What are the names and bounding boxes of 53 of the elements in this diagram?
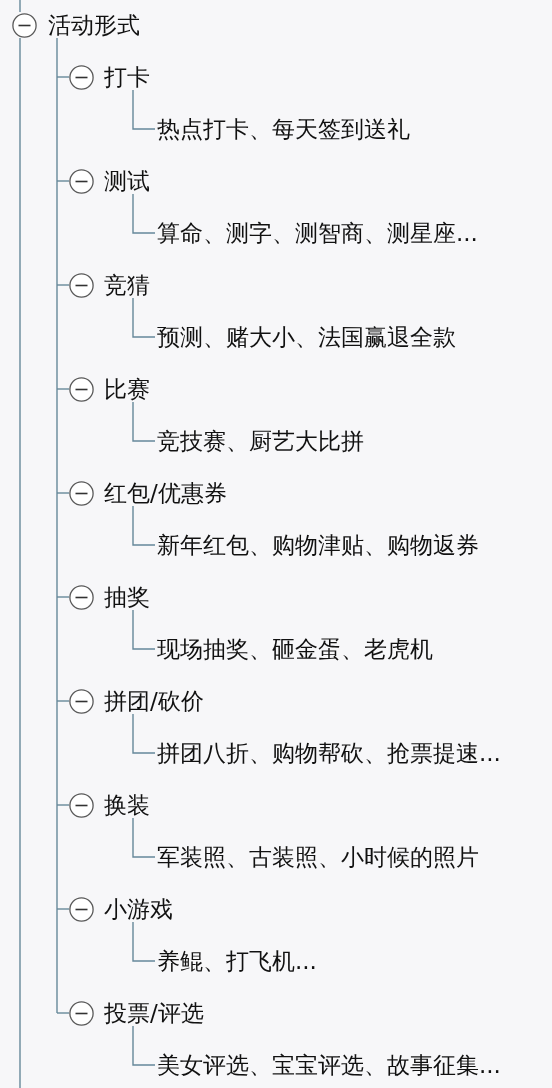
elbow-connector [132,921,156,962]
topic-label: 测试 [104,168,150,194]
tree-line [56,700,58,806]
tree-line [56,492,70,494]
topic-label: 竞猜 [104,272,150,298]
tree-line [56,700,70,702]
detail-text: 军装照、古装照、小时候的照片 [157,844,479,870]
topic-label: 比赛 [104,376,150,402]
tree-line [56,180,70,182]
elbow-connector [132,193,156,234]
elbow-connector [132,297,156,338]
elbow-connector [132,401,156,442]
tree-line [56,492,58,598]
outline-rail [19,0,21,13]
elbow-connector [132,713,156,754]
detail-text: 现场抽奖、砸金蛋、老虎机 [157,636,433,662]
tree-line [56,908,70,910]
tree-line [56,908,58,1014]
tree-line [56,180,58,286]
detail-text: 美女评选、宝宝评选、故事征集... [157,1052,501,1078]
tree-line [56,37,58,78]
tree-line [56,284,58,390]
topic-label: 小游戏 [104,896,173,922]
detail-text: 拼团八折、购物帮砍、抢票提速... [157,740,501,766]
detail-text: 养鲲、打飞机... [157,948,317,974]
topic-label: 换装 [104,792,150,818]
topic-label: 红包/优惠券 [104,480,227,506]
topic-label: 打卡 [104,64,150,90]
tree-line [56,596,58,702]
tree-line [56,804,70,806]
detail-text: 算命、测字、测智商、测星座... [157,220,478,246]
elbow-connector [132,1025,156,1066]
tree-line [56,76,58,182]
topic-label: 抽奖 [104,584,150,610]
detail-text: 竞技赛、厨艺大比拼 [157,428,364,454]
topic-label: 投票/评选 [104,1000,204,1026]
detail-text: 新年红包、购物津贴、购物返券 [157,532,479,558]
tree-line [56,76,70,78]
tree-line [56,804,58,910]
tree-line [56,284,70,286]
tree-line [56,596,70,598]
outline-rail [19,37,21,1088]
topic-label: 拼团/砍价 [104,688,204,714]
tree-line [56,388,58,494]
elbow-connector [132,505,156,546]
elbow-connector [132,609,156,650]
tree-line [56,388,70,390]
elbow-connector [132,89,156,130]
tree-line [56,1012,70,1014]
detail-text: 热点打卡、每天签到送礼 [157,116,410,142]
root-topic-label: 活动形式 [48,12,140,38]
detail-text: 预测、赌大小、法国赢退全款 [157,324,456,350]
elbow-connector [132,817,156,858]
